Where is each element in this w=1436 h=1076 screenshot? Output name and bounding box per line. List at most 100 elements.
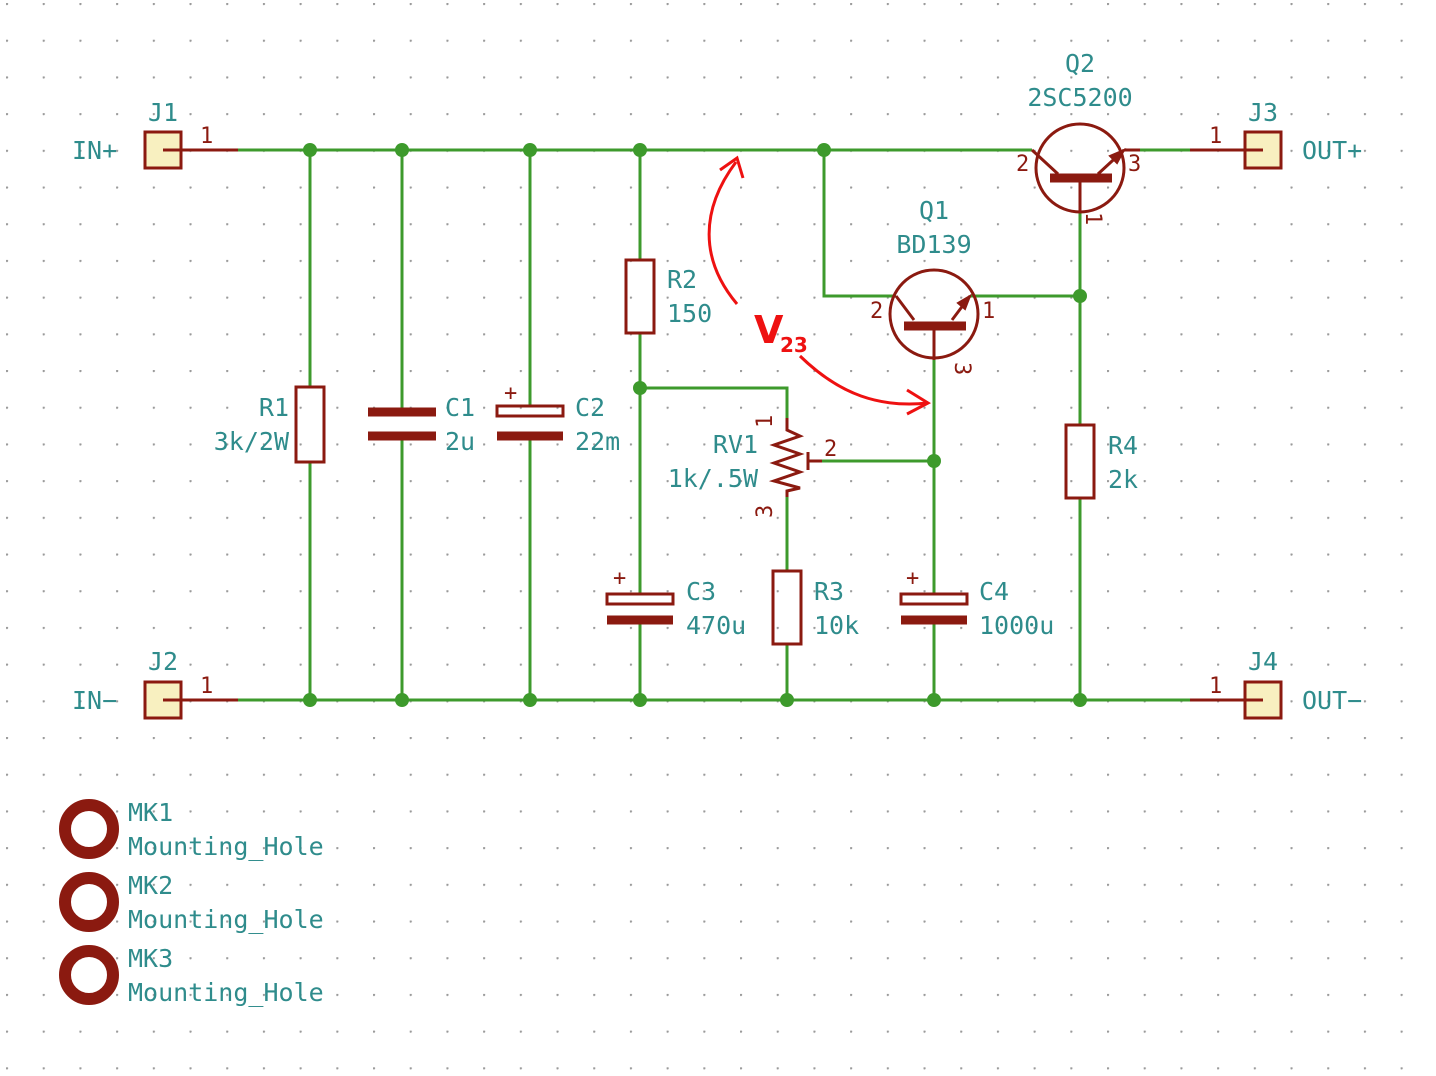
component-value: 2SC5200 bbox=[1027, 83, 1132, 112]
emitter-arrow bbox=[956, 293, 972, 311]
annotation-v23: V 23 bbox=[707, 155, 932, 416]
polarity-mark: + bbox=[504, 381, 517, 406]
connector-j2[interactable]: J2 1 IN− bbox=[72, 647, 238, 720]
junction bbox=[633, 381, 647, 395]
resistor-r2[interactable]: R2 150 bbox=[624, 258, 712, 335]
capacitor-c1[interactable]: C1 2u bbox=[368, 393, 475, 456]
capacitor-c2[interactable]: + C2 22m bbox=[495, 381, 620, 456]
mounting-hole-mk1[interactable]: MK1 Mounting_Hole bbox=[59, 798, 324, 861]
junction bbox=[303, 693, 317, 707]
annotation-arrow-right bbox=[798, 354, 929, 406]
pin-number: 2 bbox=[824, 437, 837, 462]
junction bbox=[633, 143, 647, 157]
wires bbox=[180, 148, 1245, 702]
transistor-collector-lead bbox=[1030, 148, 1060, 176]
component-ref: RV1 bbox=[713, 430, 758, 459]
mounting-hole-icon bbox=[59, 945, 119, 1005]
resistor-r3[interactable]: R3 10k bbox=[771, 569, 859, 646]
resistor-r1[interactable]: R1 3k/2W bbox=[214, 385, 326, 464]
mounting-hole-icon bbox=[59, 799, 119, 859]
connector-j3[interactable]: J3 1 OUT+ bbox=[1190, 98, 1362, 170]
component-ref: R1 bbox=[259, 393, 289, 422]
connector-ref: J4 bbox=[1248, 647, 1278, 676]
component-ref: R3 bbox=[814, 577, 844, 606]
annotation-subscript: 23 bbox=[780, 333, 808, 357]
potentiometer-rv1[interactable]: 1 2 3 RV1 1k/.5W bbox=[668, 415, 838, 518]
potentiometer-zigzag bbox=[768, 418, 805, 497]
pin-number: 1 bbox=[1080, 212, 1105, 225]
mounting-hole-mk3[interactable]: MK3 Mounting_Hole bbox=[59, 944, 324, 1007]
annotation-arrow-up bbox=[707, 161, 739, 305]
junction bbox=[817, 143, 831, 157]
component-ref: C4 bbox=[979, 577, 1009, 606]
pin-number: 2 bbox=[870, 299, 883, 324]
component-value: 2u bbox=[445, 427, 475, 456]
capacitor-plate-positive bbox=[495, 404, 565, 418]
port-label-in-minus: IN− bbox=[72, 686, 117, 715]
wire-rv1-pin1 bbox=[640, 386, 789, 418]
transistor-q1[interactable]: 2 1 3 Q1 BD139 bbox=[870, 196, 995, 375]
resistor-body bbox=[1064, 423, 1096, 500]
pin-number: 3 bbox=[753, 505, 778, 518]
connector-j1[interactable]: J1 1 IN+ bbox=[72, 98, 238, 170]
junctions bbox=[303, 143, 1087, 707]
component-ref: C3 bbox=[686, 577, 716, 606]
pin-number: 1 bbox=[1209, 674, 1222, 699]
pin-number: 1 bbox=[200, 674, 213, 699]
component-ref: R4 bbox=[1108, 431, 1138, 460]
connector-ref: J1 bbox=[148, 98, 178, 127]
polarity-mark: + bbox=[613, 566, 626, 591]
pin-number: 1 bbox=[1209, 124, 1222, 149]
annotation-arrowhead bbox=[906, 388, 932, 416]
component-value: Mounting_Hole bbox=[128, 832, 324, 861]
component-value: 1000u bbox=[979, 611, 1054, 640]
transistor-q2[interactable]: 2 3 1 Q2 2SC5200 bbox=[1016, 49, 1141, 225]
junction bbox=[927, 693, 941, 707]
capacitor-c4[interactable]: + C4 1000u bbox=[899, 566, 1054, 640]
capacitor-plate-positive bbox=[605, 592, 675, 606]
junction bbox=[523, 693, 537, 707]
component-value: BD139 bbox=[896, 230, 971, 259]
component-value: Mounting_Hole bbox=[128, 905, 324, 934]
component-ref: MK1 bbox=[128, 798, 173, 827]
component-value: 3k/2W bbox=[214, 427, 290, 456]
junction bbox=[395, 143, 409, 157]
polarity-mark: + bbox=[906, 566, 919, 591]
resistor-r4[interactable]: R4 2k bbox=[1064, 423, 1138, 500]
connector-ref: J2 bbox=[148, 647, 178, 676]
port-label-out-minus: OUT− bbox=[1302, 686, 1362, 715]
capacitor-plate-positive bbox=[899, 592, 969, 606]
resistor-body bbox=[624, 258, 656, 335]
pin-number: 1 bbox=[200, 124, 213, 149]
component-ref: C1 bbox=[445, 393, 475, 422]
junction bbox=[780, 693, 794, 707]
connector-j4[interactable]: J4 1 OUT− bbox=[1190, 647, 1362, 720]
component-ref: Q2 bbox=[1065, 49, 1095, 78]
component-value: 1k/.5W bbox=[668, 464, 759, 493]
mounting-hole-icon bbox=[59, 872, 119, 932]
component-ref: Q1 bbox=[919, 196, 949, 225]
component-ref: R2 bbox=[667, 265, 697, 294]
transistor-collector-lead bbox=[894, 295, 916, 321]
capacitor-c3[interactable]: + C3 470u bbox=[605, 566, 746, 640]
emitter-arrow bbox=[1108, 147, 1127, 165]
pin-number: 1 bbox=[753, 415, 778, 428]
annotation-arrowhead bbox=[719, 155, 745, 179]
component-ref: MK3 bbox=[128, 944, 173, 973]
resistor-body bbox=[294, 385, 326, 464]
junction bbox=[303, 143, 317, 157]
junction bbox=[395, 693, 409, 707]
junction bbox=[633, 693, 647, 707]
mounting-hole-mk2[interactable]: MK2 Mounting_Hole bbox=[59, 871, 324, 934]
junction bbox=[523, 143, 537, 157]
component-value: Mounting_Hole bbox=[128, 978, 324, 1007]
wire-q1-collector bbox=[822, 150, 896, 298]
connector-ref: J3 bbox=[1248, 98, 1278, 127]
component-value: 10k bbox=[814, 611, 859, 640]
junction bbox=[927, 454, 941, 468]
pin-number: 1 bbox=[982, 299, 995, 324]
pin-number: 3 bbox=[949, 362, 974, 375]
pin-number: 2 bbox=[1016, 152, 1029, 177]
